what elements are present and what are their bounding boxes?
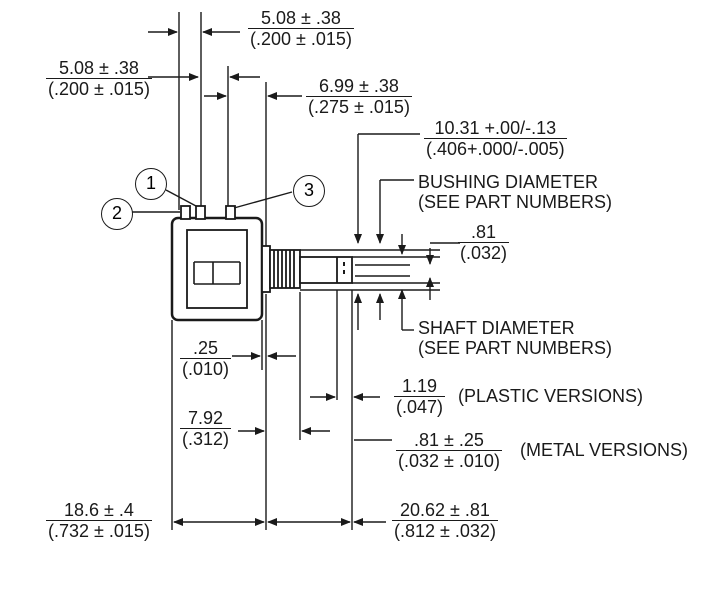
dim-shaft-length: 10.31 +.00/-.13 (.406+.000/-.005): [424, 118, 567, 159]
potentiometer-body: [170, 216, 264, 322]
metal-versions-note: (METAL VERSIONS): [520, 440, 689, 460]
terminal-pins: [180, 205, 236, 220]
bushing: [261, 245, 301, 293]
dim-left-pin-spacing: 5.08 ± .38 (.200 ± .015): [46, 58, 152, 99]
shaft-diameter-note: SHAFT DIAMETER(SEE PART NUMBERS): [418, 318, 613, 358]
dim-top-pin-spacing: 5.08 ± .38 (.200 ± .015): [248, 8, 354, 49]
dim-body-depth: 18.6 ± .4 (.732 ± .015): [46, 500, 152, 541]
dim-metal-flat: .81 ± .25 (.032 ± .010): [396, 430, 502, 471]
bushing-diameter-note: BUSHING DIAMETER(SEE PART NUMBERS): [418, 172, 613, 212]
pin-3-callout: 3: [293, 175, 325, 207]
dim-bushing-length: 7.92 (.312): [180, 408, 232, 449]
shaft: [299, 256, 353, 284]
dim-pin3-to-face: 6.99 ± .38 (.275 ± .015): [306, 76, 412, 117]
dim-overall-length: 20.62 ± .81 (.812 ± .032): [392, 500, 498, 541]
dim-flat-depth: .81 (.032): [458, 222, 510, 263]
dim-face-gap: .25 (.010): [180, 338, 232, 379]
pin-1-callout: 1: [135, 168, 167, 200]
plastic-versions-note: (PLASTIC VERSIONS): [458, 386, 644, 406]
dim-plastic-flat: 1.19 (.047): [394, 376, 446, 417]
pin-2-callout: 2: [101, 198, 133, 230]
